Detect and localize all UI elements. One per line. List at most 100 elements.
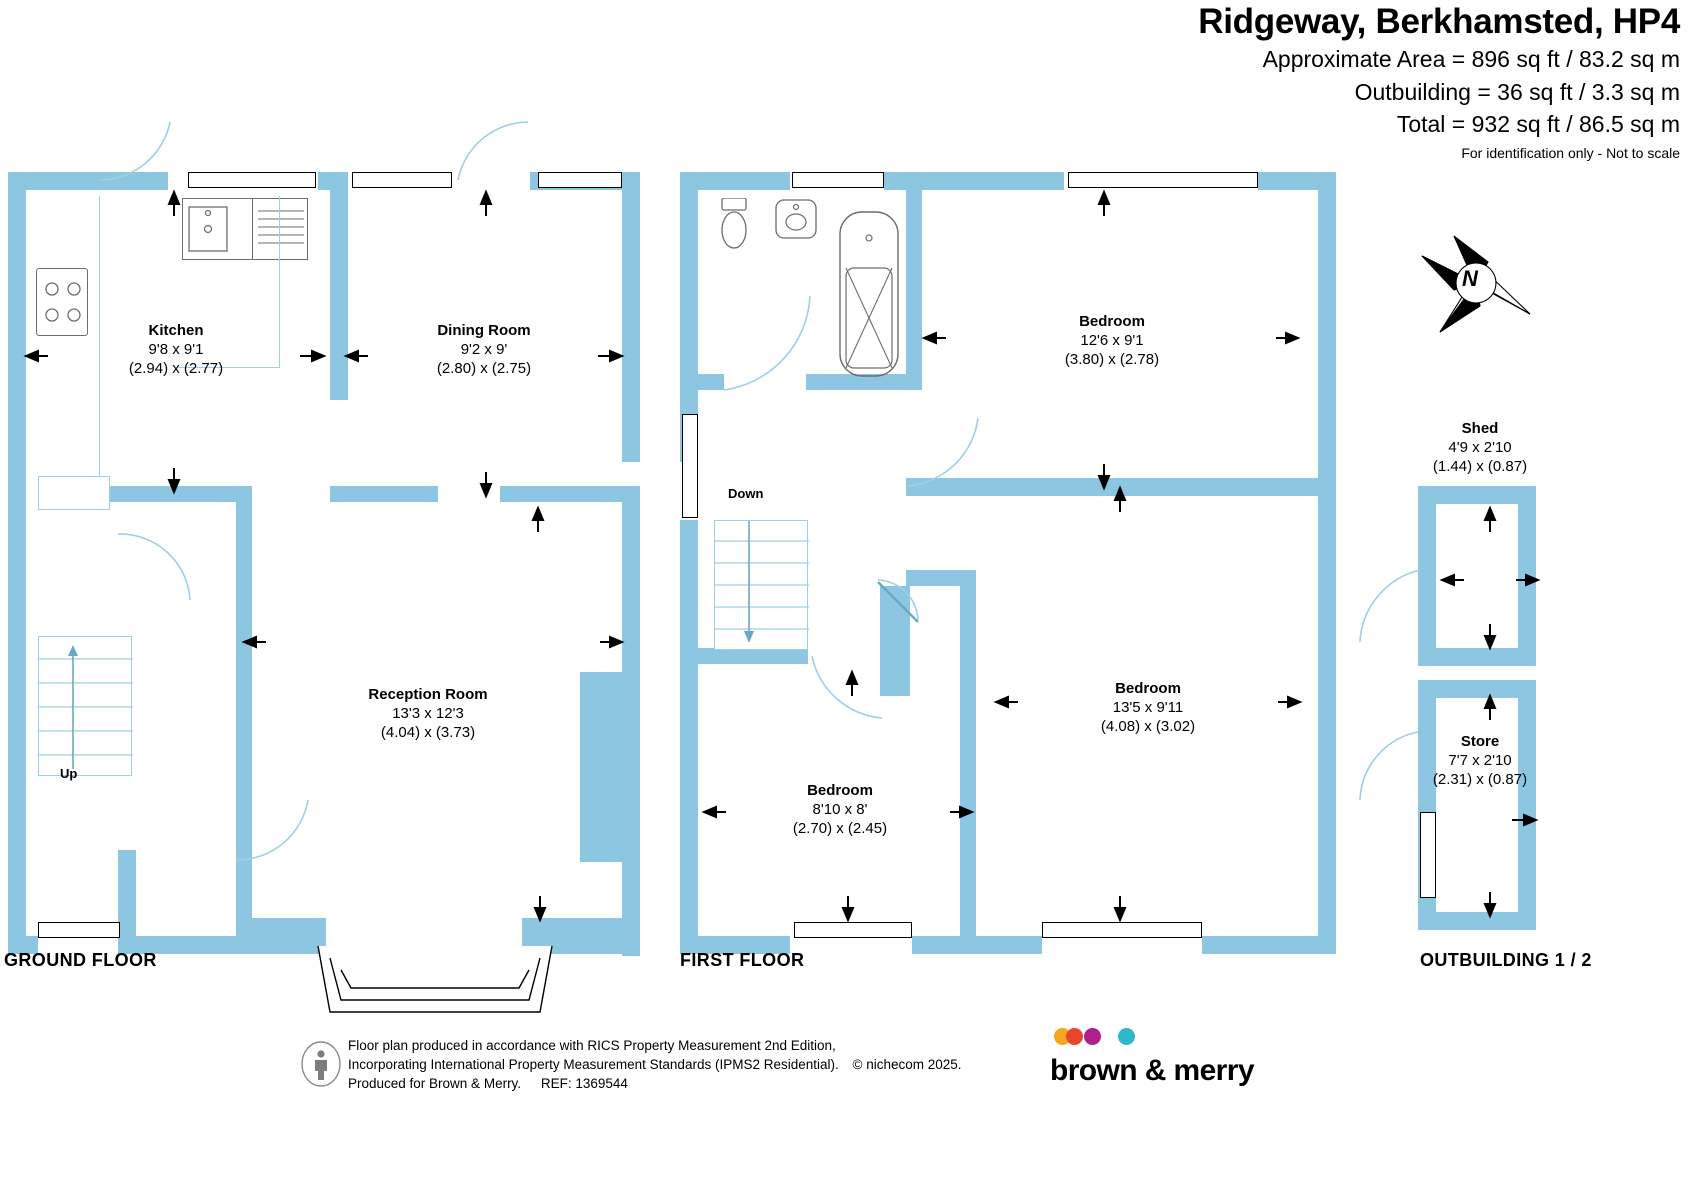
footer-line-3: Produced for Brown & Merry. xyxy=(348,1076,522,1092)
drainer-icon xyxy=(252,198,308,260)
stair-down-label: Down xyxy=(728,486,764,501)
footer-ref: REF: 1369544 xyxy=(540,1076,628,1092)
room-name: Dining Room xyxy=(437,322,531,339)
wall xyxy=(1418,486,1436,666)
hob-icon xyxy=(36,268,88,336)
staircase-down xyxy=(714,520,809,650)
room-name: Shed xyxy=(1461,420,1499,437)
person-icon xyxy=(300,1040,342,1088)
wall xyxy=(318,172,348,190)
room-label-kitchen: Kitchen 9'8 x 9'1 (2.94) x (2.77) xyxy=(96,322,256,379)
window xyxy=(1420,812,1436,898)
sink-icon xyxy=(774,198,818,240)
room-dimensions-metric: (4.08) x (3.02) xyxy=(1100,717,1196,735)
room-dimensions-imperial: 9'8 x 9'1 xyxy=(148,340,204,358)
wall xyxy=(698,374,724,390)
page-title: Ridgeway, Berkhamsted, HP4 xyxy=(1198,2,1680,41)
wall xyxy=(8,936,38,954)
wall xyxy=(1258,172,1336,190)
wall xyxy=(118,936,236,954)
wall xyxy=(906,190,922,390)
window xyxy=(794,922,912,938)
header-block: Ridgeway, Berkhamsted, HP4 Approximate A… xyxy=(1198,2,1680,161)
wall xyxy=(1318,172,1336,954)
brand-dot-magenta xyxy=(1084,1028,1101,1045)
wall xyxy=(680,172,698,462)
wall xyxy=(1418,486,1536,504)
toilet-icon xyxy=(716,197,752,260)
brand-logo: brown & merry xyxy=(1050,1028,1255,1088)
room-dimensions-imperial: 8'10 x 8' xyxy=(812,800,868,818)
room-name: Bedroom xyxy=(807,782,873,799)
wall xyxy=(960,570,976,950)
brand-dot-red xyxy=(1066,1028,1083,1045)
room-name: Bedroom xyxy=(1079,313,1145,330)
room-dimensions-imperial: 7'7 x 2'10 xyxy=(1448,751,1512,769)
room-label-bedroom-2: Bedroom 13'5 x 9'11 (4.08) x (3.02) xyxy=(1068,680,1228,737)
wall xyxy=(884,172,1064,190)
outbuilding-area-text: Outbuilding = 36 sq ft / 3.3 sq m xyxy=(1354,78,1680,105)
wall xyxy=(912,936,1042,954)
window xyxy=(1068,172,1258,188)
room-dimensions-metric: (3.80) x (2.78) xyxy=(1064,350,1160,368)
counter-outline xyxy=(178,196,280,368)
total-area-text: Total = 932 sq ft / 86.5 sq m xyxy=(1396,110,1680,137)
bathtub-icon xyxy=(838,210,900,378)
window xyxy=(792,172,884,188)
room-label-bedroom-3: Bedroom 8'10 x 8' (2.70) x (2.45) xyxy=(760,782,920,839)
staircase-up xyxy=(38,636,133,776)
room-dimensions-metric: (4.04) x (3.73) xyxy=(380,723,476,741)
room-name: Bedroom xyxy=(1115,680,1181,697)
room-label-shed: Shed 4'9 x 2'10 (1.44) x (0.87) xyxy=(1400,420,1560,477)
room-name: Store xyxy=(1460,733,1500,750)
outbuilding-caption: OUTBUILDING 1 / 2 xyxy=(1420,950,1592,970)
room-dimensions-metric: (2.80) x (2.75) xyxy=(436,359,532,377)
wall xyxy=(236,918,326,954)
window xyxy=(188,172,316,188)
room-dimensions-metric: (1.44) x (0.87) xyxy=(1432,457,1528,475)
under-stair-store xyxy=(38,476,110,510)
brand-name: brown & merry xyxy=(1050,1054,1255,1087)
wall xyxy=(698,648,808,664)
wall xyxy=(680,172,790,190)
room-label-dining-room: Dining Room 9'2 x 9' (2.80) x (2.75) xyxy=(404,322,564,379)
window xyxy=(682,414,698,518)
kitchen-run-outline xyxy=(26,196,100,488)
wall xyxy=(580,672,622,862)
wall xyxy=(330,486,438,502)
first-floor-caption: FIRST FLOOR xyxy=(680,950,805,970)
window xyxy=(538,172,622,188)
room-dimensions-metric: (2.31) x (0.87) xyxy=(1432,770,1528,788)
room-dimensions-imperial: 4'9 x 2'10 xyxy=(1448,438,1512,456)
disclaimer-text: For identification only - Not to scale xyxy=(1461,145,1680,162)
room-name: Kitchen xyxy=(148,322,204,339)
footer-line-2: Incorporating International Property Mea… xyxy=(348,1057,839,1073)
wall xyxy=(330,190,348,400)
wall xyxy=(1418,648,1536,666)
room-label-bedroom-1: Bedroom 12'6 x 9'1 (3.80) x (2.78) xyxy=(1032,313,1192,370)
wall xyxy=(1518,486,1536,666)
brand-dot-teal xyxy=(1118,1028,1135,1045)
wall xyxy=(680,936,790,954)
room-dimensions-imperial: 12'6 x 9'1 xyxy=(1080,331,1144,349)
wall xyxy=(8,172,26,954)
wall xyxy=(806,374,922,390)
ground-floor-caption: GROUND FLOOR xyxy=(4,950,157,970)
wall xyxy=(622,486,640,956)
footer-legal-text: Floor plan produced in accordance with R… xyxy=(348,1036,962,1093)
room-dimensions-imperial: 9'2 x 9' xyxy=(460,340,508,358)
stair-up-label: Up xyxy=(60,766,78,781)
wall xyxy=(1518,680,1536,930)
compass-north-label: N xyxy=(1462,266,1478,291)
wall xyxy=(1418,680,1536,698)
wall xyxy=(1202,936,1336,954)
footer-line-1: Floor plan produced in accordance with R… xyxy=(348,1038,836,1053)
room-name: Reception Room xyxy=(368,686,488,703)
wall xyxy=(236,486,252,920)
wall xyxy=(680,520,698,954)
room-dimensions-metric: (2.94) x (2.77) xyxy=(128,359,224,377)
brand-dots xyxy=(1050,1028,1254,1050)
window xyxy=(38,922,120,938)
room-dimensions-imperial: 13'5 x 9'11 xyxy=(1112,698,1184,716)
window xyxy=(1042,922,1202,938)
